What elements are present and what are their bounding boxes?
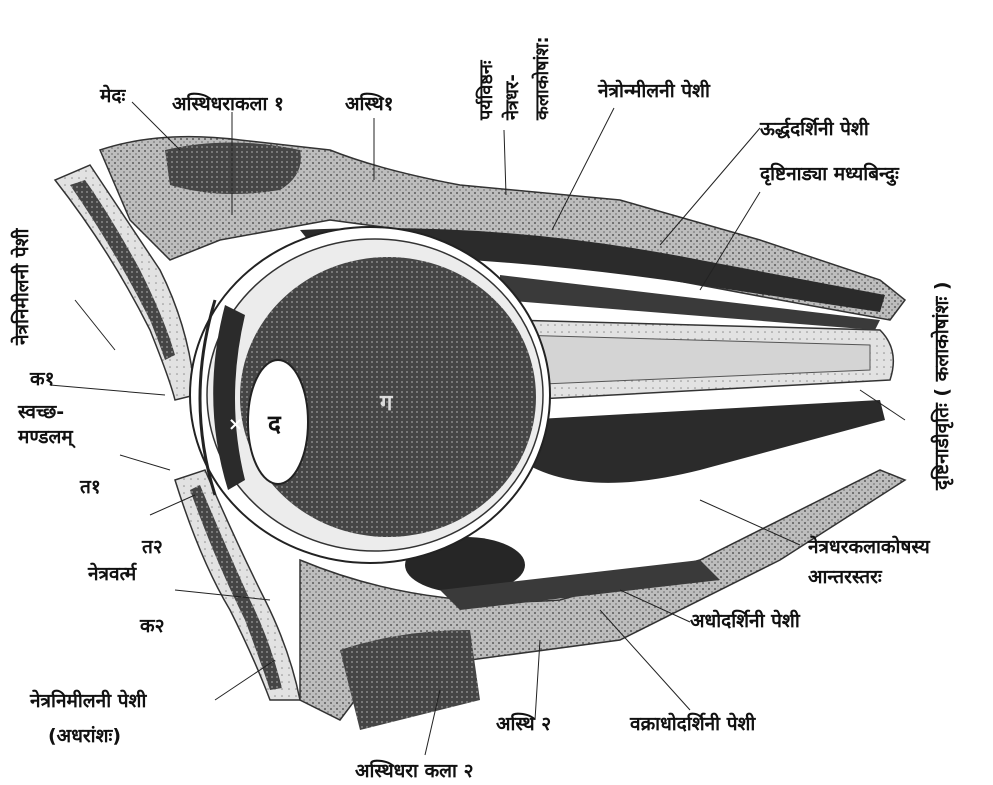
label-svachha-line2: मण्डलम्: [17, 426, 77, 449]
cornea-cross-mark: ×: [228, 414, 243, 435]
label-svachha-line1: स्वच्छ-: [17, 401, 64, 423]
label-asthidharakala-1: अस्थिधराकला १: [172, 92, 284, 115]
label-antarastara-line1: नेत्रधरकलाकोषस्य: [807, 535, 931, 558]
label-netronmilani: नेत्रोन्मीलनी पेशी: [597, 79, 711, 102]
label-antarastara-line2: आन्तरस्तरः: [808, 566, 883, 588]
label-ta2: त२: [141, 536, 163, 558]
label-medah: मेदः: [99, 84, 126, 107]
label-parivishthana-line3: कलाकोषांश:: [531, 36, 553, 121]
label-parivishthana: पर्यविष्ठनः नेत्रधर- कलाकोषांश:: [475, 36, 553, 121]
label-parivishthana-line2: नेत्रधर-: [501, 74, 523, 121]
label-asthidharakala-2: अस्थिधरा कला २: [355, 759, 473, 782]
label-netranimilani-lower-line2: (अधरांशः): [48, 725, 121, 747]
label-vakradhodarshini: वक्राधोदर्शिनी पेशी: [629, 712, 756, 735]
label-urdhvadarshini: ऊर्द्धदर्शिनी पेशी: [759, 117, 870, 140]
label-ka2: क२: [139, 615, 164, 637]
label-vitreous-letter: ग: [379, 391, 394, 416]
label-drishtinadi-avrti: दृष्टिनाडीवृतिः ( कलाकोषांशः ): [930, 281, 954, 491]
label-netranimilani-lower-line1: नेत्रनिमीलनी पेशी: [29, 689, 147, 712]
label-netranimilani-upper: नेत्रनिमीलनी पेशी: [10, 228, 33, 346]
label-drishtinadi-madhya: दृष्टिनाड्या मध्यबिन्दुः: [759, 162, 900, 186]
label-adhodarshini: अधोदर्शिनी पेशी: [690, 609, 801, 632]
label-asthi-1: अस्थि१: [345, 92, 393, 115]
label-parivishthana-line1: पर्यविष्ठनः: [475, 59, 497, 121]
eyeball: [190, 227, 550, 563]
label-asthi-2: अस्थि २: [496, 712, 551, 735]
label-lens-letter: द: [267, 410, 282, 438]
label-ta1: त१: [79, 476, 101, 498]
label-netravartma: नेत्रवर्त्म: [87, 562, 137, 585]
label-ka1: क१: [29, 368, 54, 390]
optic-nerve: [510, 320, 893, 400]
